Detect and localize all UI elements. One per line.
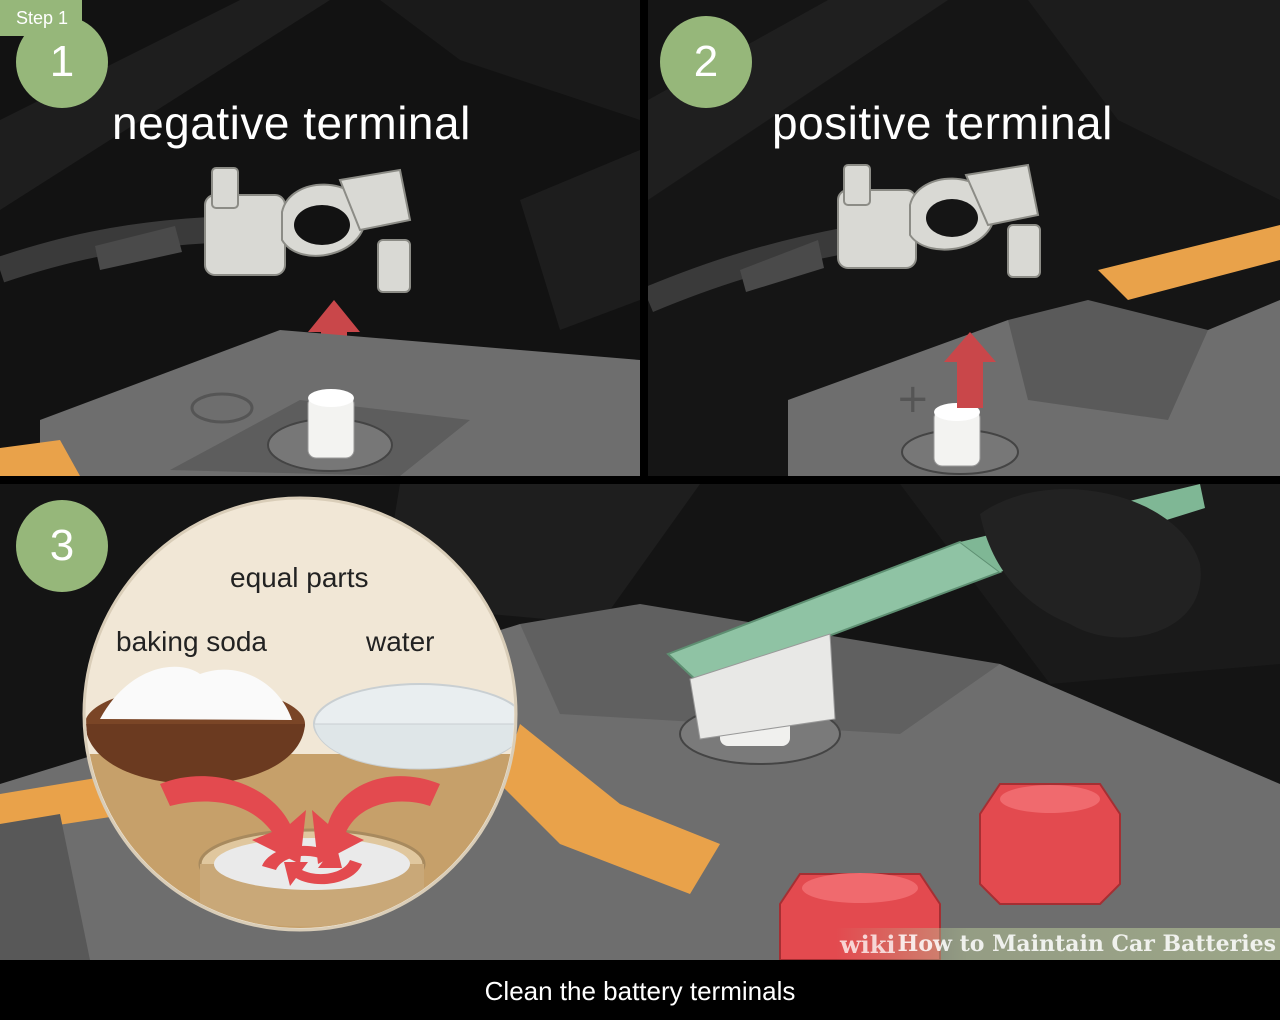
stir-icon [262,844,342,870]
panel-positive-terminal: + 2 positive terminal [648,0,1280,476]
step-number-badge: 2 [660,16,752,108]
arrow-up-icon [944,332,996,408]
plus-symbol-icon: + [896,376,930,422]
panel-cleaning: 3 equal parts baking soda water [0,484,1280,960]
water-label: water [366,626,435,657]
step-number-badge: 3 [16,500,108,592]
panel-negative-terminal: 1 negative terminal [0,0,640,476]
negative-terminal-label: negative terminal [112,97,471,149]
positive-terminal-illustration: + [648,0,1280,476]
arrow-down-icon [312,776,440,864]
watermark-title: How to Maintain Car Batteries [897,931,1276,957]
step-caption: Clean the battery terminals [0,962,1280,1008]
step-label: Step 1 [0,0,83,36]
stir-icon [284,860,362,886]
watermark: wiki How to Maintain Car Batteries [836,928,1280,960]
baking-soda-label: baking soda [116,626,268,657]
cleaning-illustration [0,484,1280,960]
arrow-down-icon [160,776,306,864]
equal-parts-label: equal parts [230,562,369,593]
negative-terminal-illustration [0,0,640,476]
positive-terminal-label: positive terminal [772,97,1113,149]
watermark-brand: wiki [840,929,896,959]
